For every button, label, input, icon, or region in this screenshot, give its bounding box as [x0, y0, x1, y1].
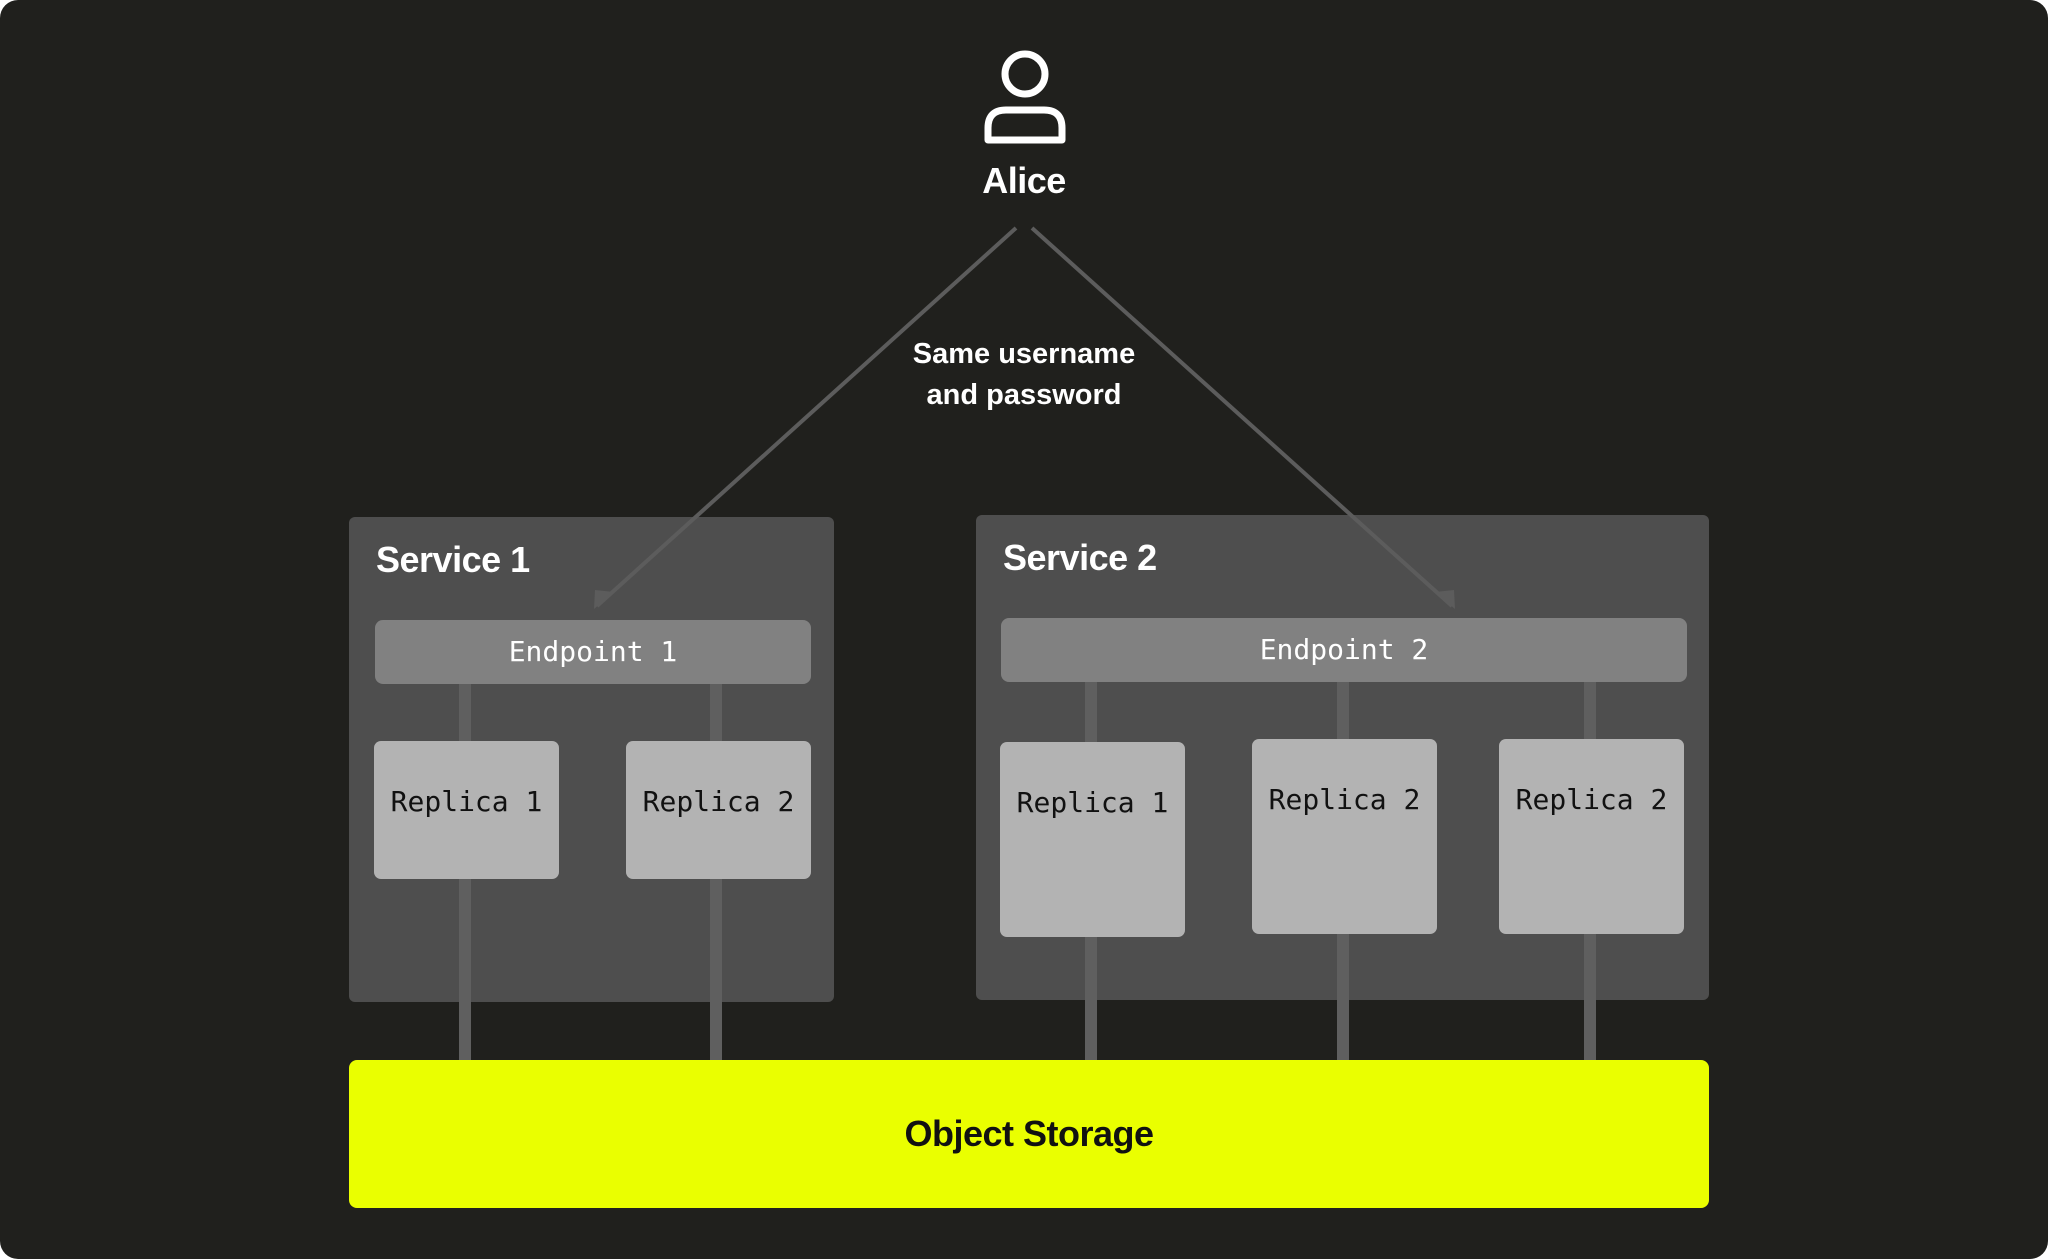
arrowhead-endpoint-1-icon: [594, 590, 614, 609]
arrow-to-endpoint-2: [1030, 226, 1454, 608]
service-2-replica-3: Replica 2: [1499, 739, 1684, 934]
user-icon: [980, 48, 1070, 148]
service-2-replica-2: Replica 2: [1252, 739, 1437, 934]
endpoint-1: Endpoint 1: [375, 620, 811, 684]
object-storage: Object Storage: [349, 1060, 1709, 1208]
endpoint-2: Endpoint 2: [1001, 618, 1687, 682]
service-1-replica-2: Replica 2: [626, 741, 811, 879]
user-name: Alice: [982, 160, 1066, 201]
credentials-label: Same username and password: [824, 334, 1224, 416]
arrow-to-endpoint-1: [595, 226, 1018, 608]
credentials-label-line-2: and password: [926, 379, 1122, 411]
arrowhead-endpoint-2-icon: [1435, 590, 1455, 609]
credentials-label-line-1: Same username: [912, 338, 1136, 370]
service-2-replica-1: Replica 1: [1000, 742, 1185, 937]
service-2-title: Service 2: [1003, 537, 1157, 578]
service-1-title: Service 1: [376, 539, 530, 580]
service-1-replica-1: Replica 1: [374, 741, 559, 879]
